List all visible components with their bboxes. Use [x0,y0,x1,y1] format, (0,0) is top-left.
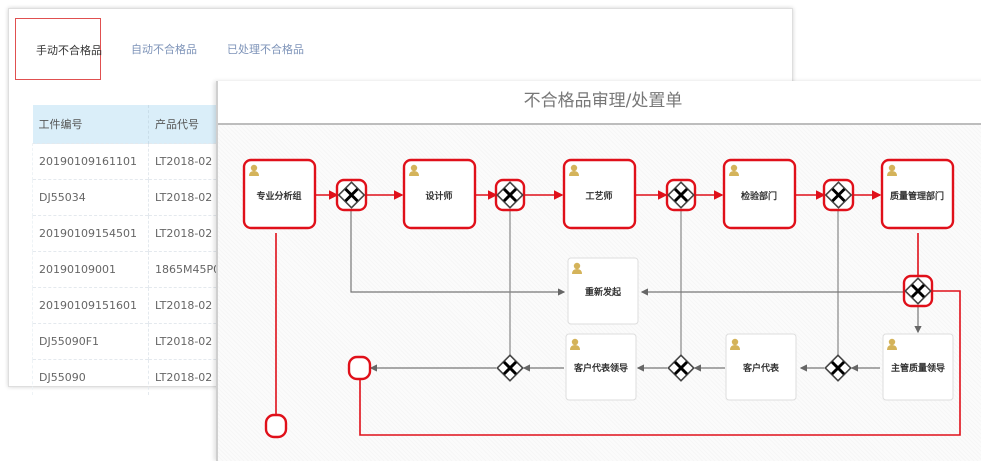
dialog-title: 不合格品审理/处置单 [218,81,981,125]
column-header-part-number[interactable]: 工件编号 [32,105,149,144]
task-label: 质量管理部门 [890,190,944,202]
task-label: 主管质量领导 [891,362,945,374]
end-event[interactable] [347,355,372,381]
task-customer-rep-leader[interactable]: 客户代表领导 [565,333,637,401]
task-reinitiate[interactable]: 重新发起 [567,257,639,325]
gateway-1[interactable] [335,178,368,212]
task-customer-rep[interactable]: 客户代表 [725,333,797,401]
tab-manual-nonconforming[interactable]: 手动不合格品 [15,18,102,80]
gateway-2[interactable] [494,178,526,212]
task-label: 工艺师 [585,190,612,202]
exclusive-gateway-icon [666,353,696,383]
tab-processed-nonconforming[interactable]: 已处理不合格品 [227,43,304,56]
disposition-dialog: 不合格品审理/处置单 [216,81,981,461]
task-label: 重新发起 [585,286,622,298]
gateway-6[interactable] [495,353,525,383]
workflow-diagram: 专业分析组 设计师 工艺师 检验部门 质量管理部门 [242,158,961,439]
cell-part-number: DJ55090 [32,359,149,395]
cell-part-number: 20190109151601 [32,287,149,324]
tab-auto-nonconforming[interactable]: 自动不合格品 [131,43,197,56]
gateway-4[interactable] [822,178,855,212]
inactive-flow-lines [350,209,922,372]
exclusive-gateway-icon [823,353,853,383]
task-label: 客户代表领导 [573,362,628,374]
task-process-engineer[interactable]: 工艺师 [562,158,637,230]
cell-part-number: 20190109161101 [32,143,149,180]
active-flow-lines [275,190,961,436]
task-label: 专业分析组 [256,190,301,202]
workflow-canvas: 专业分析组 设计师 工艺师 检验部门 质量管理部门 [218,125,981,461]
task-inspection-dept[interactable]: 检验部门 [722,158,797,230]
task-chief-quality-leader[interactable]: 主管质量领导 [882,333,954,401]
cell-part-number: DJ55090F1 [32,323,149,360]
gateway-5[interactable] [902,274,934,308]
gateway-8[interactable] [823,353,853,383]
task-quality-management-dept[interactable]: 质量管理部门 [880,158,955,230]
cell-part-number: 20190109154501 [32,215,149,252]
task-professional-analysis[interactable]: 专业分析组 [242,158,317,230]
task-designer[interactable]: 设计师 [402,158,477,230]
gateway-3[interactable] [665,178,697,212]
table-header-row: 工件编号 产品代号 [32,105,242,144]
cell-part-number: 20190109001 [32,251,149,288]
gateway-7[interactable] [666,353,696,383]
cell-part-number: DJ55034 [32,179,149,216]
task-label: 检验部门 [741,190,777,202]
task-label: 客户代表 [742,362,780,374]
task-label: 设计师 [425,190,452,202]
exclusive-gateway-icon [495,353,525,383]
start-event[interactable] [264,413,288,439]
